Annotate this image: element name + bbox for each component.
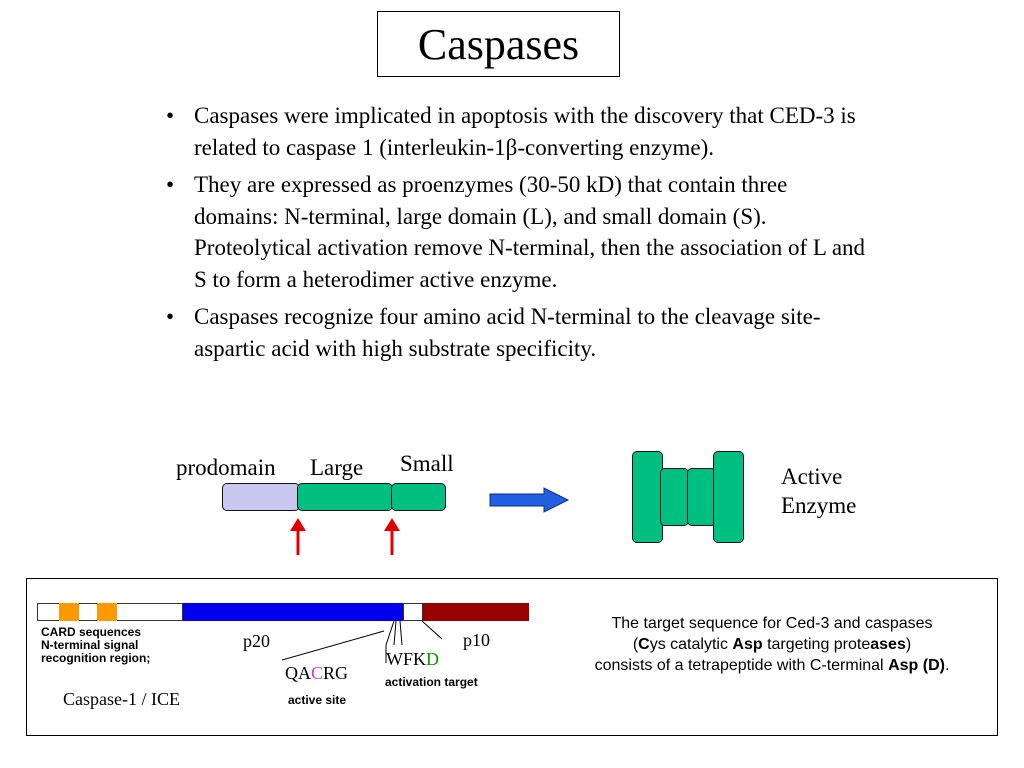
cleavage-arrows	[290, 518, 400, 555]
activation-target-label: activation target	[385, 675, 478, 689]
title-text: Caspases	[417, 19, 580, 69]
small-domain-block	[391, 483, 446, 511]
bullet-list: Caspases were implicated in apoptosis wi…	[166, 100, 866, 370]
connector-lines	[282, 621, 443, 663]
caspase1-name: Caspase-1 / ICE	[63, 689, 180, 709]
bullet-item: Caspases were implicated in apoptosis wi…	[166, 100, 866, 163]
p20-bar	[183, 603, 403, 621]
active-enzyme-subunit	[713, 451, 744, 543]
caspase1-panel: CARD sequences N-terminal signal recogni…	[26, 578, 998, 736]
card-segment	[59, 603, 79, 621]
active-site-label: active site	[288, 693, 347, 707]
target-sequence-text: The target sequence for Ced-3 and caspas…	[594, 615, 950, 674]
p20-label: p20	[243, 631, 270, 651]
active-enzyme-subunit	[632, 451, 663, 543]
active-site-sequence: QACRG	[285, 663, 349, 683]
linker-bar	[403, 603, 423, 621]
active-enzyme-label: Active Enzyme	[781, 464, 857, 518]
small-label: Small	[400, 451, 454, 476]
large-domain-block	[297, 483, 393, 511]
prodomain-block	[222, 483, 300, 511]
conversion-arrow-icon	[489, 487, 570, 513]
active-enzyme-subunit	[687, 468, 716, 526]
card-sequences-label: CARD sequences N-terminal signal recogni…	[41, 625, 151, 665]
bullet-item: Caspases recognize four amino acid N-ter…	[166, 301, 866, 364]
card-segment	[97, 603, 117, 621]
activation-target-sequence: WFKD	[386, 649, 439, 669]
p10-bar	[423, 603, 529, 621]
prodomain-label: prodomain	[176, 455, 276, 480]
cleavage-arrow-icon	[290, 518, 306, 555]
slide-title: Caspases	[377, 11, 620, 77]
p10-label: p10	[463, 630, 490, 650]
bullet-item: They are expressed as proenzymes (30-50 …	[166, 169, 866, 295]
cleavage-arrow-icon	[384, 518, 400, 555]
large-label: Large	[310, 455, 364, 480]
active-enzyme-subunit	[660, 468, 689, 526]
